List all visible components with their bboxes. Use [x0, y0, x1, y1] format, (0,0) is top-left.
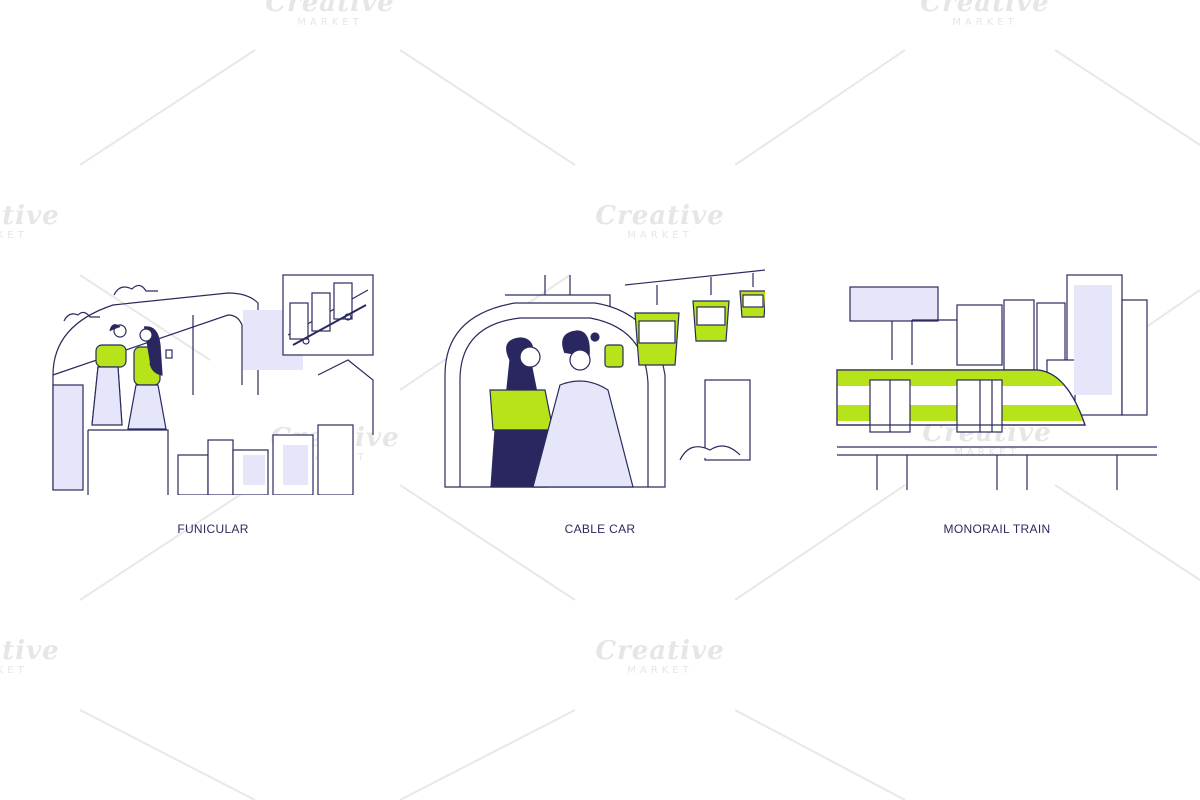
cable-car-caption: CABLE CAR: [564, 522, 636, 536]
monorail-train-caption: MONORAIL TRAIN: [943, 522, 1051, 536]
cable-car-illustration: [435, 265, 765, 495]
funicular-caption: FUNICULAR: [177, 522, 249, 536]
monorail-illustration: [832, 265, 1162, 495]
funicular-illustration: [48, 265, 378, 495]
